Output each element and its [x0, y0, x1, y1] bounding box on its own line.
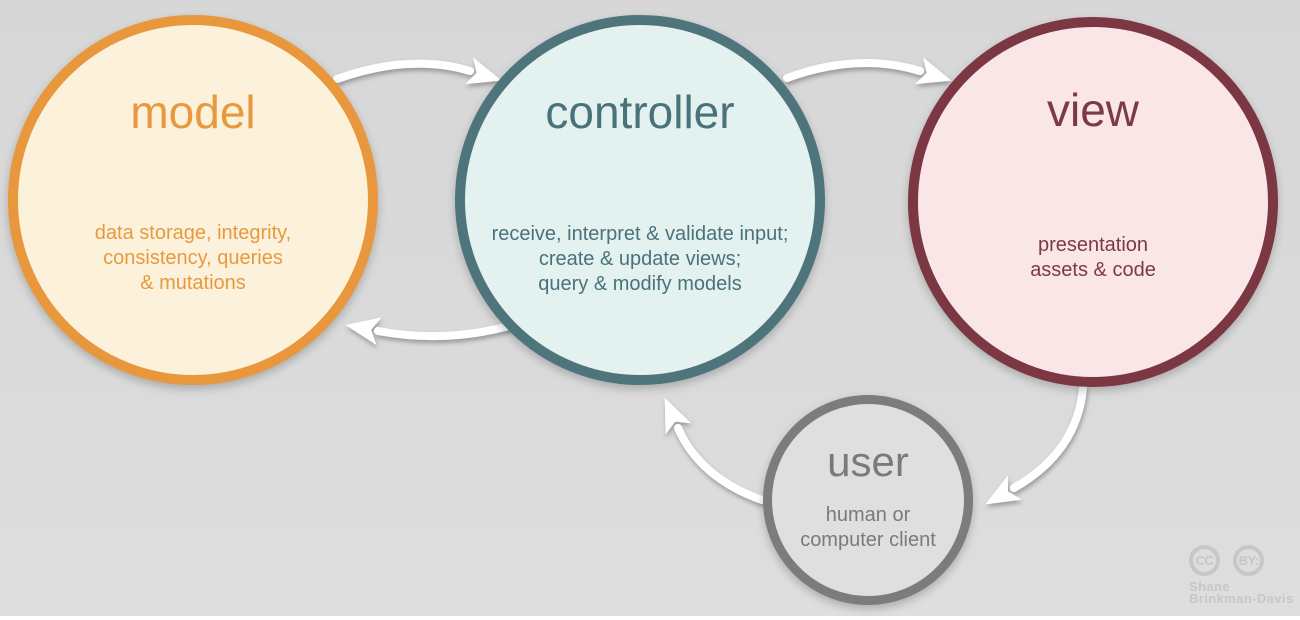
node-controller-desc-line: receive, interpret & validate input;: [491, 223, 789, 245]
node-view-desc-line: assets & code: [1030, 259, 1156, 281]
arrow-controller-to-model: [345, 317, 520, 345]
node-model-title: model: [130, 86, 256, 138]
author-line: Shane: [1189, 579, 1231, 594]
node-controller: controller receive, interpret & validate…: [455, 15, 825, 385]
node-user: user human or computer client: [763, 395, 973, 605]
arrow-controller-to-view: [783, 57, 952, 85]
arrow-view-to-user: [985, 384, 1087, 505]
node-model-desc-line: & mutations: [140, 272, 246, 294]
node-user-description: human or computer client: [772, 503, 964, 553]
node-controller-desc-line: create & update views;: [538, 248, 742, 270]
author-credit: Shane Brinkman-Davis: [1189, 579, 1294, 606]
node-user-desc-line: computer client: [800, 529, 936, 551]
cc-icon: CC: [1189, 545, 1220, 576]
node-controller-description: receive, interpret & validate input; cre…: [465, 222, 815, 297]
node-view-description: presentation assets & code: [918, 233, 1268, 283]
node-model: model data storage, integrity, consisten…: [8, 15, 378, 385]
arrow-user-to-controller: [664, 397, 766, 504]
arrow-model-to-controller: [333, 57, 502, 85]
cc-by-icons: CC BY:: [1189, 545, 1294, 576]
node-user-title: user: [827, 438, 909, 485]
node-controller-desc-line: query & modify models: [538, 273, 742, 295]
node-view-desc-line: presentation: [1037, 234, 1149, 256]
node-view-title: view: [1046, 84, 1140, 136]
credit-badge: CC BY: Shane Brinkman-Davis: [1189, 545, 1294, 605]
node-user-desc-line: human or: [825, 504, 911, 526]
node-model-desc-line: consistency, queries: [103, 247, 283, 269]
node-view: view presentation assets & code: [908, 17, 1278, 387]
node-model-description: data storage, integrity, consistency, qu…: [18, 221, 368, 296]
node-model-desc-line: data storage, integrity,: [94, 222, 292, 244]
author-line: Brinkman-Davis: [1189, 591, 1294, 606]
cc-by-icon: BY:: [1233, 545, 1264, 576]
bottom-strip: [0, 616, 1300, 620]
node-controller-title: controller: [545, 86, 735, 138]
